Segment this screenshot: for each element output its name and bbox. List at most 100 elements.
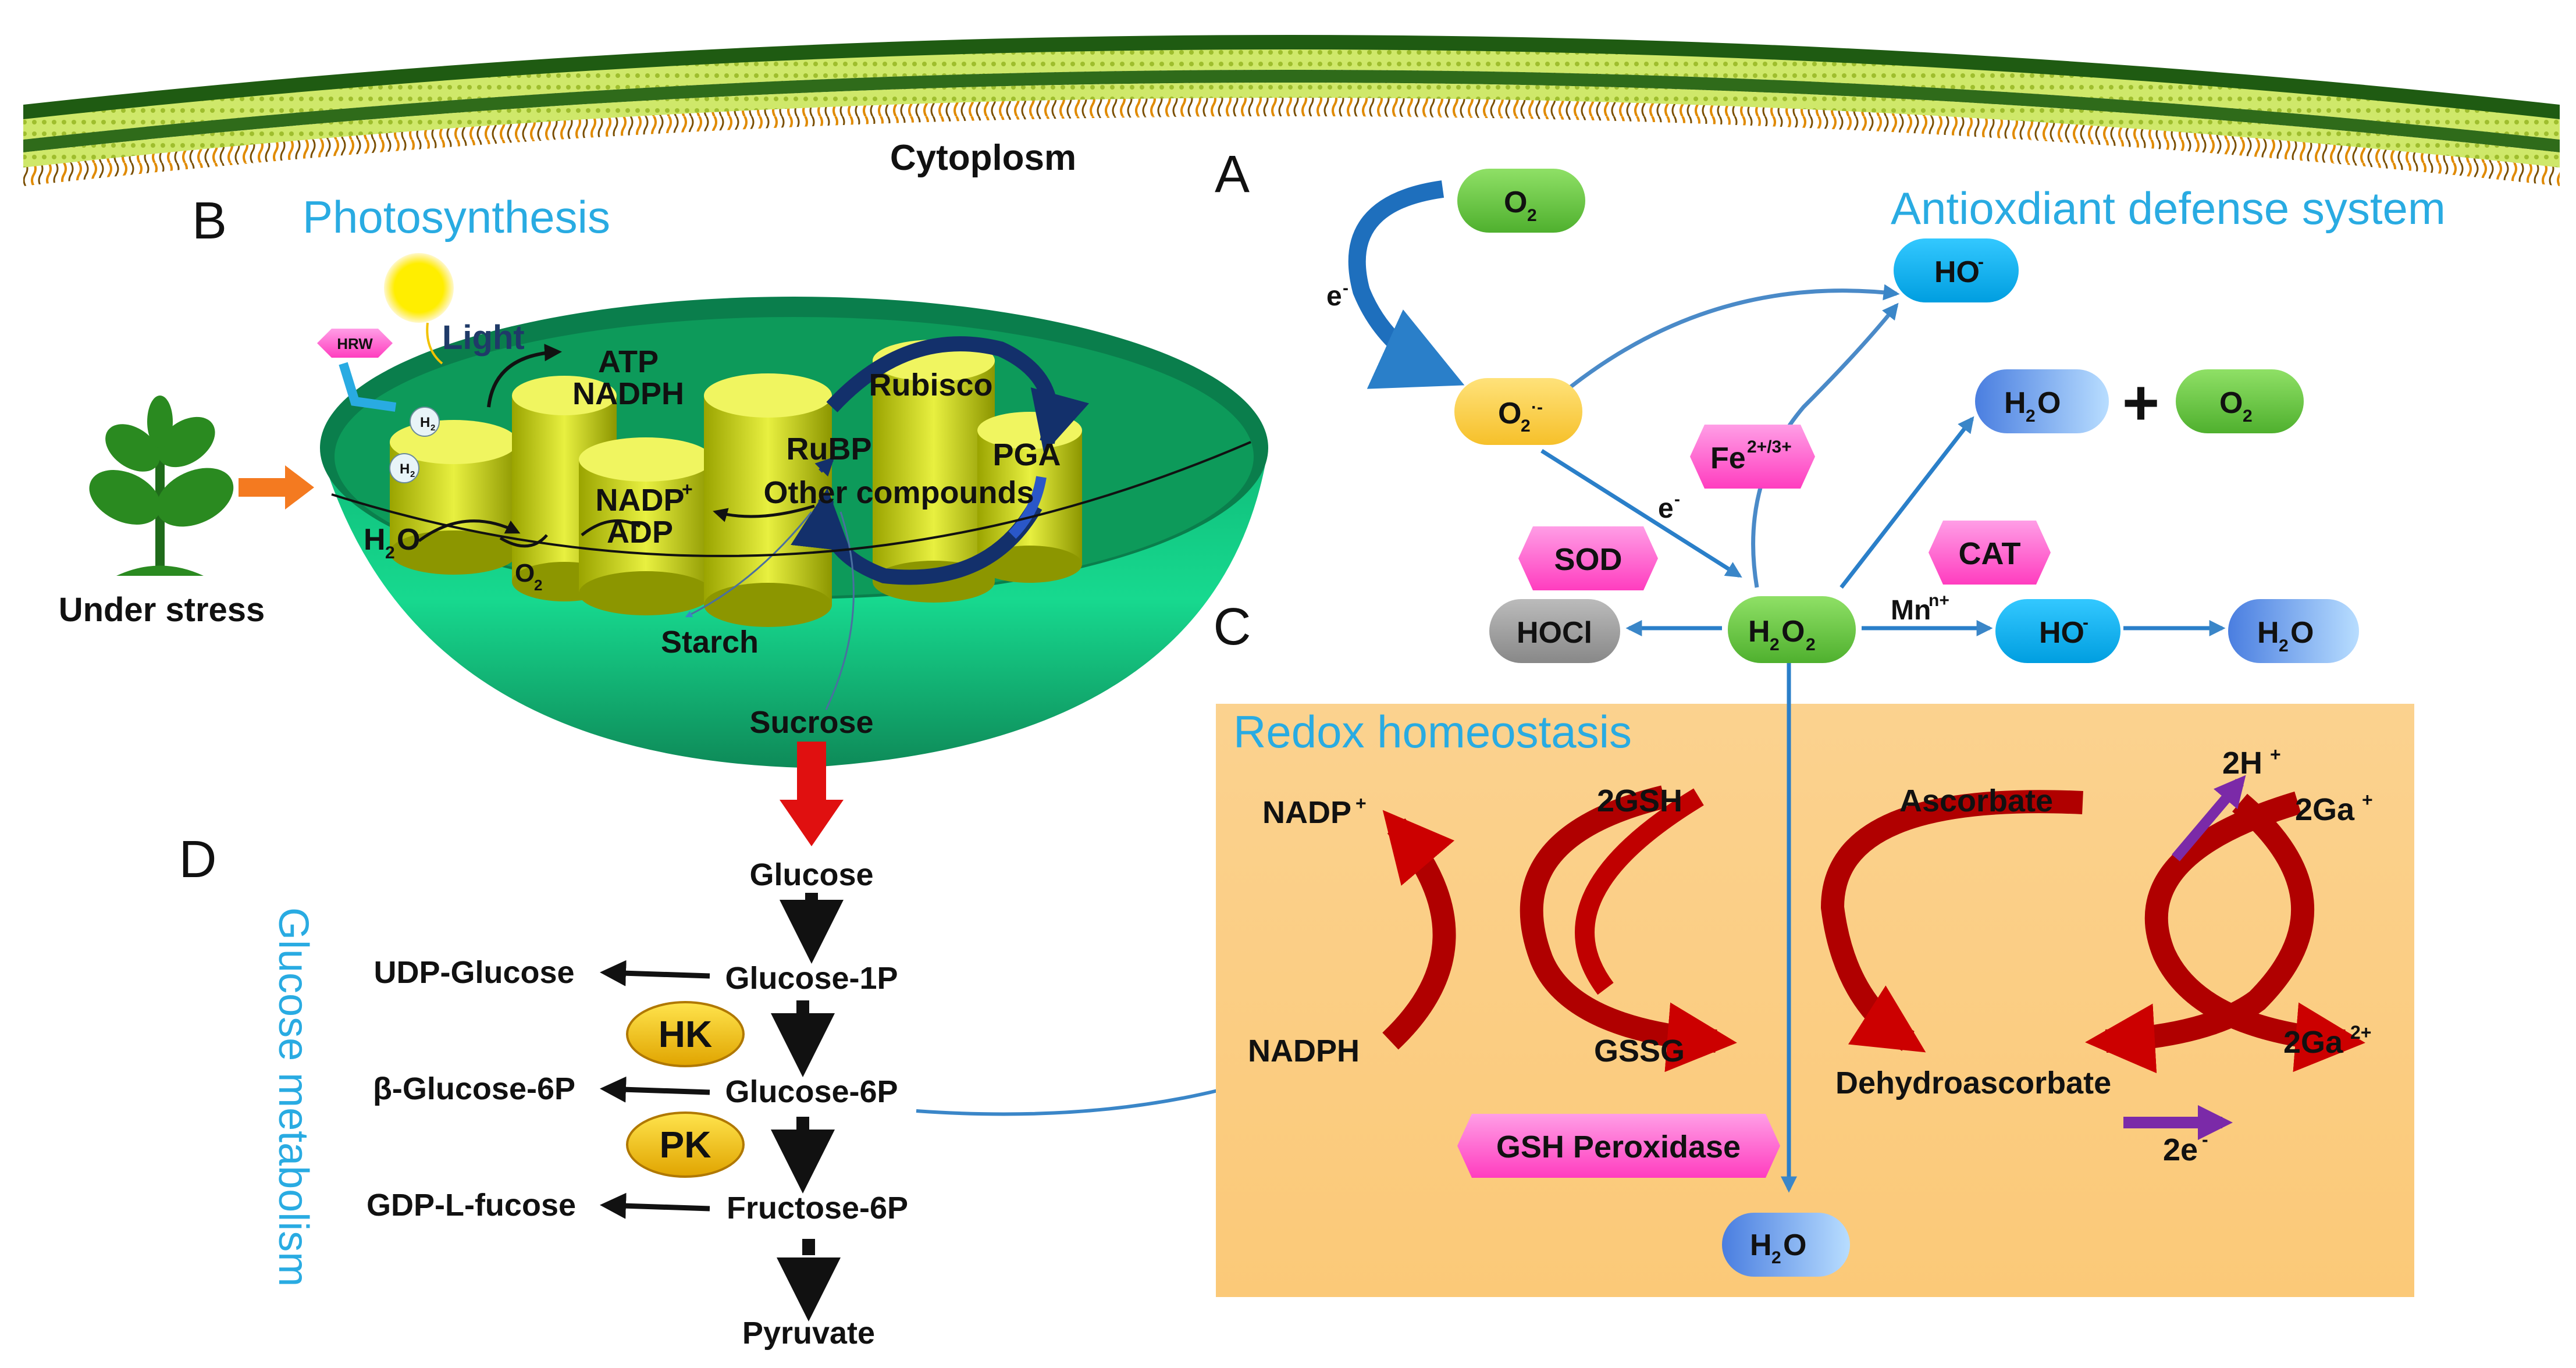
svg-text:2: 2	[430, 423, 435, 433]
glucose-6p-label: Glucose-6P	[725, 1074, 898, 1109]
gsh-peroxidase-badge: GSH Peroxidase	[1457, 1114, 1780, 1178]
svg-text:+: +	[682, 479, 693, 500]
o2-label-chloroplast: O 2	[515, 559, 542, 594]
h2o-node-bottom: H 2 O	[1722, 1213, 1850, 1277]
2ga-2plus-label: 2Ga 2+	[2283, 1022, 2371, 1060]
svg-text:HK: HK	[659, 1013, 712, 1055]
svg-text:e: e	[1326, 281, 1342, 312]
svg-text:2e: 2e	[2163, 1132, 2198, 1167]
svg-text:2: 2	[385, 543, 395, 562]
svg-text:O: O	[2290, 616, 2314, 650]
svg-text:2: 2	[1806, 635, 1816, 654]
gssg-label: GSSG	[1594, 1034, 1685, 1068]
sucrose-label: Sucrose	[749, 705, 873, 740]
svg-text:HO: HO	[2039, 616, 2084, 650]
h2o-node-top: H 2 O	[1975, 369, 2109, 433]
svg-text:-: -	[2083, 613, 2088, 632]
title-antioxidant-defense: Antioxdiant defense system	[1891, 183, 2446, 234]
section-label-b: B	[192, 192, 227, 250]
svg-text:O: O	[397, 523, 420, 557]
dehydroascorbate-label: Dehydroascorbate	[1835, 1066, 2111, 1100]
arrow-to-gdp-fucose	[600, 1192, 710, 1219]
svg-text:O: O	[2219, 386, 2243, 420]
svg-text:-: -	[1343, 279, 1349, 298]
2ga-plus-label: 2Ga +	[2295, 789, 2373, 827]
ho-radical-node-mid: HO -	[1995, 599, 2120, 663]
svg-text:NADP: NADP	[1262, 795, 1351, 830]
svg-text:H: H	[1748, 615, 1770, 649]
title-glucose-metabolism: Glucose metabolism	[270, 907, 316, 1287]
svg-text:2: 2	[534, 576, 542, 594]
redox-cycle-arrows	[1382, 785, 2365, 1074]
section-label-c: C	[1214, 598, 1251, 656]
calvin-cycle-arrows	[791, 336, 1090, 585]
o2-node-right: O 2	[2176, 369, 2304, 433]
svg-text:H: H	[420, 415, 430, 430]
atp-label: ATP	[598, 344, 659, 379]
cell-membrane	[23, 35, 2560, 186]
nadph-redox-label: NADPH	[1248, 1034, 1360, 1068]
svg-text:O: O	[1498, 397, 1521, 430]
plus-sign: +	[2122, 367, 2159, 439]
svg-text:2: 2	[2026, 407, 2036, 426]
svg-text:2: 2	[1521, 416, 1531, 436]
under-stress-label: Under stress	[59, 591, 265, 629]
e-minus-label-2: e -	[1658, 490, 1680, 524]
h2o-label-chloroplast: H 2 O	[364, 523, 420, 562]
svg-text:HO: HO	[1934, 255, 1980, 289]
svg-text:2Ga: 2Ga	[2295, 792, 2355, 827]
svg-text:H: H	[400, 461, 410, 477]
hk-enzyme-badge: HK	[626, 1001, 745, 1067]
svg-text:O: O	[1504, 186, 1527, 219]
svg-text:2: 2	[1770, 635, 1780, 654]
fe-badge: Fe 2+/3+	[1690, 425, 1815, 489]
starch-label: Starch	[661, 625, 759, 660]
svg-text:H: H	[2004, 386, 2026, 420]
udp-glucose-label: UDP-Glucose	[373, 955, 574, 990]
svg-text:2Ga: 2Ga	[2283, 1025, 2343, 1060]
orange-arrow-icon	[239, 465, 314, 510]
svg-text:2H: 2H	[2222, 746, 2262, 781]
svg-text:Mn: Mn	[1891, 595, 1931, 626]
svg-text:Fe: Fe	[1710, 441, 1746, 475]
svg-text:2: 2	[2243, 407, 2253, 426]
h2o2-node: H 2 O 2	[1728, 596, 1856, 663]
rubisco-label: Rubisco	[869, 368, 992, 402]
adp-label: ADP	[607, 515, 673, 550]
title-photosynthesis: Photosynthesis	[303, 191, 610, 243]
light-ray	[426, 322, 443, 365]
svg-text:·-: ·-	[1531, 398, 1543, 417]
sucrose-to-glucose-arrow	[780, 742, 844, 846]
hrw-badge: HRW	[317, 329, 393, 358]
svg-text:H: H	[1750, 1228, 1772, 1262]
svg-text:CAT: CAT	[1959, 536, 2021, 571]
arrow-to-beta-glucose-6p	[600, 1076, 710, 1103]
svg-text:HRW: HRW	[337, 335, 373, 352]
2h-plus-label: 2H +	[2222, 744, 2281, 781]
cytoplasm-label: Cytoplosm	[890, 138, 1076, 178]
h2o-node-right: H 2 O	[2228, 599, 2359, 663]
svg-text:-: -	[2202, 1129, 2208, 1150]
svg-text:+: +	[2270, 744, 2281, 765]
light-label: Light	[442, 319, 525, 357]
svg-text:e: e	[1658, 493, 1674, 524]
svg-text:2: 2	[410, 469, 415, 479]
svg-text:SOD: SOD	[1554, 542, 1622, 577]
cat-badge: CAT	[1929, 521, 2051, 585]
beta-glucose-6p-label: β-Glucose-6P	[373, 1071, 575, 1106]
rubp-label: RuBP	[787, 432, 872, 466]
hrw-pipe	[339, 362, 397, 412]
svg-text:-: -	[1978, 252, 1984, 272]
svg-text:-: -	[1674, 490, 1680, 509]
sun-icon	[384, 253, 454, 323]
gdp-fucose-label: GDP-L-fucose	[367, 1188, 576, 1223]
svg-text:H: H	[2257, 616, 2279, 650]
svg-text:HOCl: HOCl	[1517, 616, 1592, 650]
o2-node-top: O 2	[1457, 169, 1585, 233]
svg-text:PK: PK	[660, 1124, 711, 1166]
svg-text:+: +	[2362, 789, 2373, 810]
svg-text:n+: n+	[1929, 591, 1949, 610]
svg-text:2: 2	[2279, 636, 2289, 656]
